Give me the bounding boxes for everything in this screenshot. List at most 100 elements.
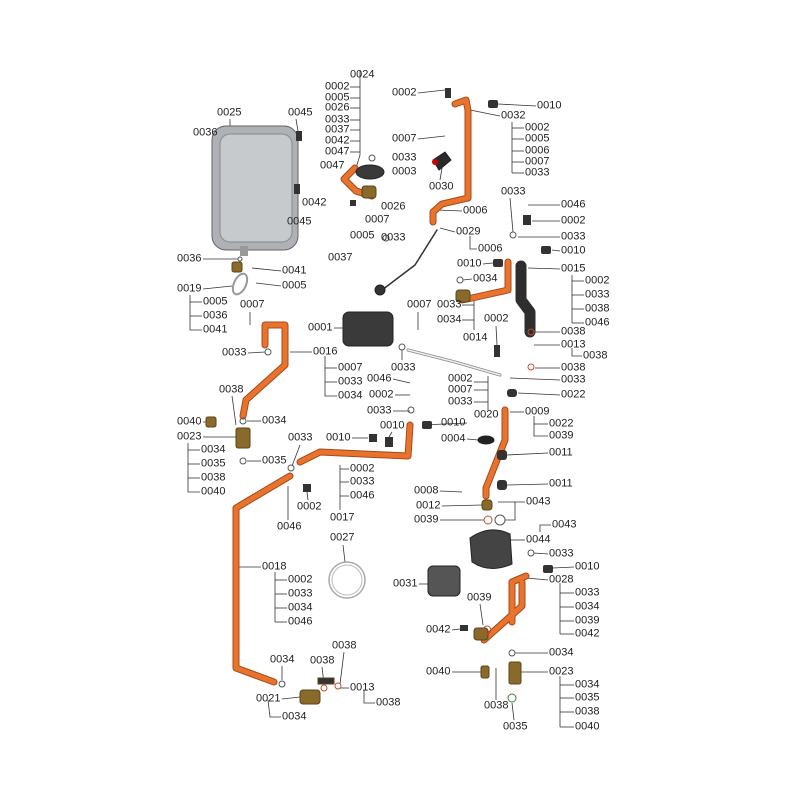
callout-0041[interactable]: 0041	[282, 264, 307, 277]
callout-0004[interactable]: 0004	[441, 432, 466, 445]
callout-0043[interactable]: 0043	[526, 495, 551, 508]
callout-0041[interactable]: 0041	[203, 323, 228, 336]
callout-0038[interactable]: 0038	[310, 654, 335, 667]
callout-0011[interactable]: 0011	[549, 477, 573, 490]
callout-0001[interactable]: 0001	[308, 321, 333, 334]
callout-0037[interactable]: 0037	[325, 123, 350, 136]
callout-0033[interactable]: 0033	[585, 288, 610, 301]
callout-0007[interactable]: 0007	[407, 298, 432, 311]
callout-0034[interactable]: 0034	[549, 646, 574, 659]
callout-0033[interactable]: 0033	[549, 547, 574, 560]
callout-0040[interactable]: 0040	[426, 665, 451, 678]
callout-0039[interactable]: 0039	[549, 429, 574, 442]
callout-0042[interactable]: 0042	[575, 627, 600, 640]
callout-0027[interactable]: 0027	[330, 531, 355, 544]
callout-0010[interactable]: 0010	[575, 560, 600, 573]
callout-0007[interactable]: 0007	[448, 383, 473, 396]
callout-0040[interactable]: 0040	[575, 720, 600, 733]
callout-0033[interactable]: 0033	[350, 475, 375, 488]
callout-0045[interactable]: 0045	[287, 215, 312, 228]
callout-0033[interactable]: 0033	[392, 151, 417, 164]
callout-0013[interactable]: 0013	[350, 681, 375, 694]
callout-0039[interactable]: 0039	[467, 591, 492, 604]
callout-0005[interactable]: 0005	[282, 279, 307, 292]
callout-0039[interactable]: 0039	[414, 513, 439, 526]
callout-0026[interactable]: 0026	[381, 200, 406, 213]
callout-0035[interactable]: 0035	[262, 454, 287, 467]
callout-0034[interactable]: 0034	[437, 313, 462, 326]
callout-0023[interactable]: 0023	[549, 665, 574, 678]
callout-0033[interactable]: 0033	[561, 373, 586, 386]
callout-0010[interactable]: 0010	[561, 244, 586, 257]
callout-0034[interactable]: 0034	[262, 414, 287, 427]
callout-0012[interactable]: 0012	[416, 499, 441, 512]
callout-0023[interactable]: 0023	[177, 430, 202, 443]
callout-0028[interactable]: 0028	[549, 573, 574, 586]
callout-0003[interactable]: 0003	[392, 165, 417, 178]
callout-0006[interactable]: 0006	[478, 242, 503, 255]
callout-0029[interactable]: 0029	[456, 225, 481, 238]
callout-0040[interactable]: 0040	[177, 415, 202, 428]
callout-0033[interactable]: 0033	[288, 587, 313, 600]
callout-0033[interactable]: 0033	[525, 166, 550, 179]
callout-0034[interactable]: 0034	[575, 600, 600, 613]
callout-0033[interactable]: 0033	[575, 586, 600, 599]
callout-0033[interactable]: 0033	[222, 346, 247, 359]
callout-0038[interactable]: 0038	[561, 325, 586, 338]
callout-0002[interactable]: 0002	[448, 372, 473, 385]
callout-0039[interactable]: 0039	[575, 614, 600, 627]
callout-0007[interactable]: 0007	[338, 361, 363, 374]
callout-0033[interactable]: 0033	[391, 361, 416, 374]
callout-0006[interactable]: 0006	[463, 204, 488, 217]
callout-0034[interactable]: 0034	[338, 389, 363, 402]
callout-0010[interactable]: 0010	[457, 257, 482, 270]
callout-0002[interactable]: 0002	[369, 388, 394, 401]
callout-0046[interactable]: 0046	[367, 372, 392, 385]
callout-0042[interactable]: 0042	[426, 623, 451, 636]
callout-0002[interactable]: 0002	[561, 214, 586, 227]
callout-0020[interactable]: 0020	[474, 408, 499, 421]
callout-0034[interactable]: 0034	[575, 678, 600, 691]
callout-0036[interactable]: 0036	[193, 126, 218, 139]
callout-0033[interactable]: 0033	[367, 404, 392, 417]
callout-0038[interactable]: 0038	[585, 302, 610, 315]
callout-0015[interactable]: 0015	[561, 262, 586, 275]
callout-0010[interactable]: 0010	[537, 99, 562, 112]
callout-0035[interactable]: 0035	[575, 691, 600, 704]
callout-0002[interactable]: 0002	[350, 462, 375, 475]
callout-0038[interactable]: 0038	[561, 361, 586, 374]
callout-0044[interactable]: 0044	[526, 533, 551, 546]
callout-0005[interactable]: 0005	[350, 229, 375, 242]
callout-0037[interactable]: 0037	[328, 251, 353, 264]
callout-0002[interactable]: 0002	[585, 274, 610, 287]
callout-0024[interactable]: 0024	[350, 68, 375, 81]
callout-0035[interactable]: 0035	[201, 457, 226, 470]
callout-0046[interactable]: 0046	[350, 489, 375, 502]
callout-0006[interactable]: 0006	[525, 144, 550, 157]
callout-0040[interactable]: 0040	[201, 485, 226, 498]
callout-0034[interactable]: 0034	[201, 443, 226, 456]
callout-0002[interactable]: 0002	[484, 312, 509, 325]
callout-0034[interactable]: 0034	[282, 710, 307, 723]
callout-0010[interactable]: 0010	[441, 416, 466, 429]
callout-0031[interactable]: 0031	[393, 577, 418, 590]
callout-0036[interactable]: 0036	[177, 252, 202, 265]
callout-0002[interactable]: 0002	[325, 80, 350, 93]
callout-0005[interactable]: 0005	[325, 91, 350, 104]
callout-0038[interactable]: 0038	[484, 699, 509, 712]
callout-0016[interactable]: 0016	[313, 345, 338, 358]
callout-0045[interactable]: 0045	[288, 106, 313, 119]
callout-0008[interactable]: 0008	[414, 484, 439, 497]
expansion-tank[interactable]	[211, 125, 299, 256]
callout-0019[interactable]: 0019	[177, 282, 202, 295]
callout-0022[interactable]: 0022	[549, 417, 574, 430]
callout-0046[interactable]: 0046	[561, 198, 586, 211]
callout-0038[interactable]: 0038	[376, 696, 401, 709]
callout-0017[interactable]: 0017	[330, 511, 355, 524]
callout-0009[interactable]: 0009	[525, 405, 550, 418]
callout-0033[interactable]: 0033	[501, 185, 526, 198]
callout-0007[interactable]: 0007	[365, 213, 390, 226]
callout-0034[interactable]: 0034	[270, 653, 295, 666]
callout-0034[interactable]: 0034	[288, 601, 313, 614]
callout-0030[interactable]: 0030	[429, 180, 454, 193]
